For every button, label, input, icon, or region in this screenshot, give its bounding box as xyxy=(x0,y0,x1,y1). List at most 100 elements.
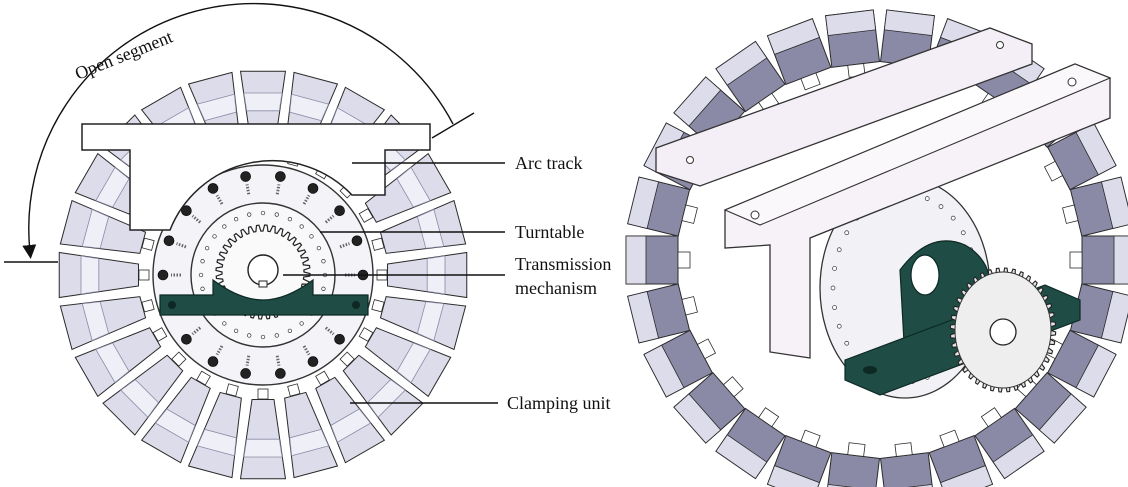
turntable-hole xyxy=(200,259,205,264)
iso-clamp-body xyxy=(879,452,935,487)
turntable-hole xyxy=(287,216,293,222)
iso-disc-hole xyxy=(832,305,837,310)
iso-clamp-top xyxy=(1100,176,1128,229)
bolt xyxy=(240,171,251,182)
clamping-unit-tab xyxy=(141,237,155,251)
iso-clamp-top xyxy=(940,465,994,487)
iso-clamp-tab xyxy=(1069,251,1083,269)
turntable-hole xyxy=(299,321,304,326)
iso-clamping-unit xyxy=(625,235,691,285)
iso-disc-hole xyxy=(836,247,842,253)
bolt xyxy=(275,171,286,182)
iso-bracket-hole-2 xyxy=(1067,77,1077,87)
iso-clamp-body xyxy=(825,452,881,487)
iso-clamp-top xyxy=(625,235,647,285)
iso-clamp-tab xyxy=(722,376,744,398)
iso-clamping-unit xyxy=(1069,235,1128,285)
open-segment-label: Open segment xyxy=(72,26,175,83)
iso-clamp-top xyxy=(673,393,722,444)
front-view-drawing xyxy=(58,70,468,480)
turntable-hole xyxy=(212,234,217,239)
iso-clamp-tab xyxy=(800,429,821,448)
clamping-unit-band xyxy=(81,301,110,342)
clamping-unit-band xyxy=(196,93,237,122)
iso-clamp-top xyxy=(883,9,935,37)
iso-clamping-unit xyxy=(825,9,881,78)
clamping-unit-tab xyxy=(315,370,330,386)
iso-disc-hole xyxy=(844,230,850,236)
turntable-hole xyxy=(222,224,227,229)
iso-disc-hole xyxy=(836,323,842,329)
callouts: Arc track Turntable Transmission mechani… xyxy=(283,153,611,413)
turntable-hole xyxy=(247,333,252,338)
turntable-hole xyxy=(274,333,279,338)
clamping-unit-band xyxy=(416,208,445,249)
iso-bracket-hole-4 xyxy=(996,41,1004,49)
iso-clamping-unit xyxy=(627,176,698,237)
bolt xyxy=(181,333,192,345)
clamping-unit-band xyxy=(243,92,283,112)
turntable-hole xyxy=(200,286,205,291)
clamping-unit-band xyxy=(367,379,406,418)
bolt xyxy=(334,205,345,217)
turntable-hole xyxy=(274,212,279,217)
iso-clamp-top xyxy=(1038,393,1087,444)
iso-disc-hole xyxy=(832,266,837,271)
arc-track-label: Arc track xyxy=(515,153,582,173)
iso-clamp-tab xyxy=(677,251,691,269)
bolt xyxy=(351,235,363,247)
iso-clamp-top xyxy=(627,291,660,344)
iso-clamp-tab xyxy=(939,429,960,448)
turntable-hole xyxy=(198,272,204,278)
iso-clamping-unit xyxy=(766,18,832,91)
iso-clamp-tab xyxy=(681,204,698,224)
iso-clamp-top xyxy=(1100,291,1128,344)
iso-disc-hole xyxy=(960,230,966,236)
clamping-unit-band xyxy=(289,93,330,122)
bearing-base xyxy=(159,278,369,316)
clamping-unit-band xyxy=(396,342,431,384)
iso-clamp-tab xyxy=(758,407,780,428)
clamping-unit-band xyxy=(80,255,100,295)
turntable-hole xyxy=(222,321,227,326)
iso-disc-hole xyxy=(924,196,930,201)
iso-clamp-top xyxy=(1113,235,1128,285)
clamping-unit-band xyxy=(95,342,130,384)
iso-disc-hole xyxy=(950,215,956,221)
clamping-unit-tab xyxy=(339,351,355,367)
bolt xyxy=(307,356,319,367)
bolt xyxy=(157,269,169,281)
clamping-unit-band xyxy=(396,166,431,208)
turntable-hole xyxy=(287,328,293,334)
clamping-unit-tab xyxy=(287,383,301,397)
turntable-hole xyxy=(247,212,252,217)
iso-clamp-top xyxy=(673,76,722,127)
iso-clamping-unit xyxy=(1043,329,1117,398)
iso-clamp-tab xyxy=(681,296,698,316)
iso-bracket-hole-1 xyxy=(750,210,760,220)
iso-clamping-unit xyxy=(1062,176,1128,237)
iso-clamping-unit xyxy=(928,429,994,487)
turntable-hole xyxy=(204,245,210,251)
iso-disc-hole xyxy=(844,340,850,346)
clamping-unit-band xyxy=(243,438,283,458)
arc-track-bracket xyxy=(81,123,431,231)
bolt xyxy=(163,235,175,247)
iso-clamp-tab xyxy=(847,442,866,457)
iso-clamping-unit xyxy=(974,407,1045,480)
clamping-unit-tab xyxy=(141,299,155,313)
clamping-unit-tab xyxy=(358,327,374,342)
clamping-unit-band xyxy=(120,379,159,418)
iso-clamp-tab xyxy=(980,407,1002,428)
iso-clamp-tab xyxy=(1043,160,1064,182)
iso-clamp-top xyxy=(715,40,768,86)
clamping-unit-band xyxy=(154,408,196,443)
iso-clamp-top xyxy=(992,434,1045,480)
transmission-label-line1: Transmission xyxy=(515,254,611,274)
bolt xyxy=(275,368,286,379)
clamping-unit-band xyxy=(95,166,130,208)
turntable-hole xyxy=(299,224,304,229)
transmission-label-line2: mechanism xyxy=(515,278,597,298)
iso-clamp-tab xyxy=(696,338,717,360)
iso-clamp-tab xyxy=(800,72,821,91)
